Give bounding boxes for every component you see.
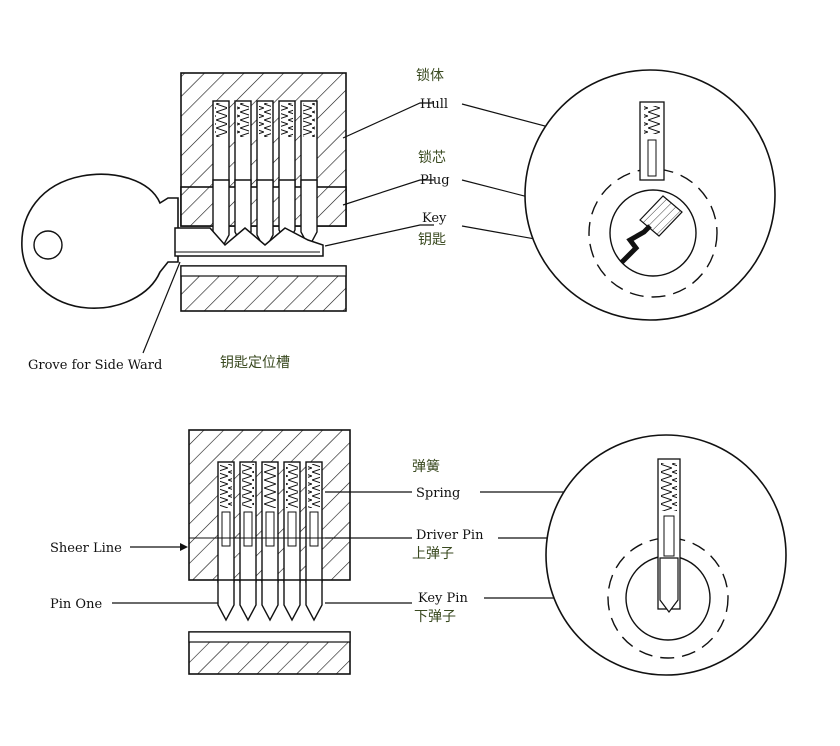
bottom-lock-section: 弹簧 Spring Driver Pin 上弹子 Key Pin 下弹子 She… — [50, 429, 787, 676]
hull-label: Hull — [420, 97, 448, 112]
pin-one-label: Pin One — [50, 597, 102, 612]
bottom-pin-chambers — [217, 461, 323, 583]
top-lock-section: 锁体 Hull 锁芯 Plug Key 钥匙 Grove for Side Wa… — [21, 68, 776, 373]
driver-pin-label: Driver Pin — [416, 528, 484, 543]
bottom-key-pins — [217, 579, 323, 622]
plug-label: Plug — [420, 173, 450, 188]
top-pin-chambers — [212, 100, 318, 194]
plug-zh-label: 锁芯 — [418, 150, 446, 166]
spring-zh-label: 弹簧 — [412, 459, 440, 475]
key-label: Key — [422, 211, 447, 226]
bottom-end-view — [545, 434, 787, 676]
key-pin-label: Key Pin — [418, 591, 468, 606]
key-bow-hole — [33, 230, 63, 260]
driver-pin-zh-label: 上弹子 — [412, 546, 454, 562]
hull-zh-label: 锁体 — [416, 68, 444, 84]
sheer-line-label: Sheer Line — [50, 541, 122, 556]
grove-label: Grove for Side Ward — [28, 358, 162, 373]
top-key-pins — [212, 179, 318, 252]
key — [21, 173, 324, 309]
top-end-view — [524, 69, 776, 321]
spring-label: Spring — [416, 486, 460, 501]
grove-zh-label: 钥匙定位槽 — [220, 355, 290, 371]
key-pin-zh-label: 下弹子 — [414, 609, 456, 625]
key-zh-label: 钥匙 — [418, 232, 446, 248]
